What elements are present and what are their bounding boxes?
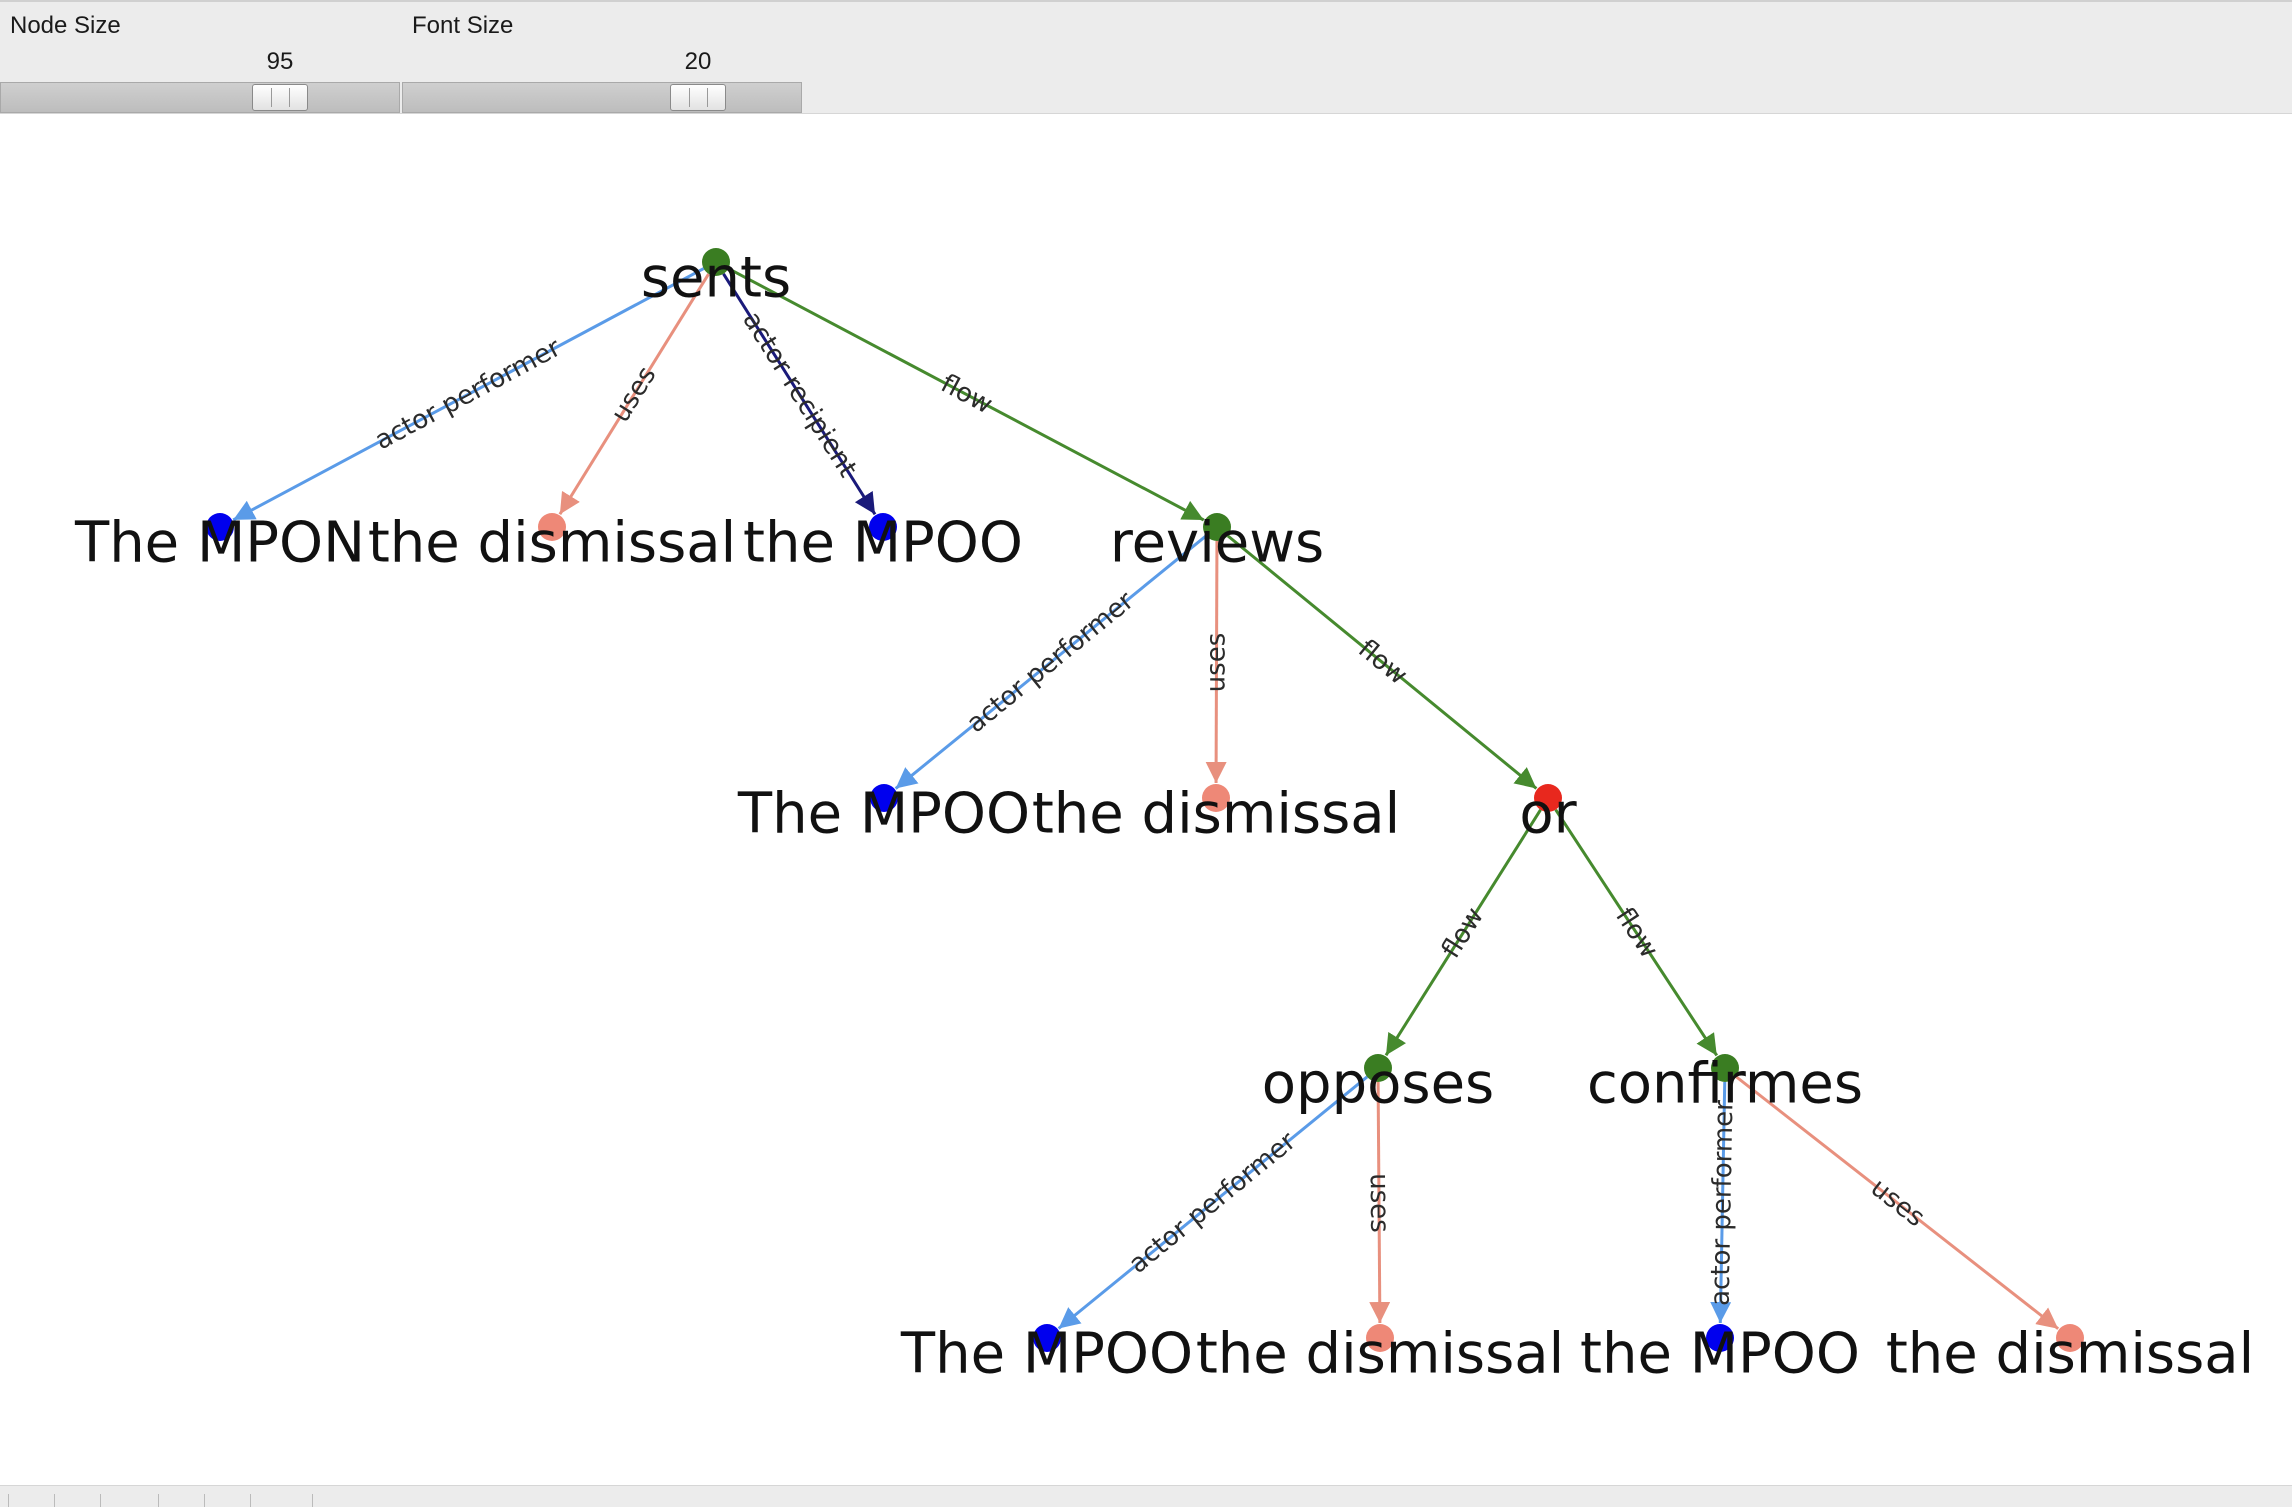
graph-node-n2[interactable] — [538, 513, 566, 541]
font-size-slider-track[interactable] — [402, 82, 802, 113]
node-size-value: 95 — [266, 48, 294, 75]
node-label: The MPOO — [900, 1322, 1193, 1387]
graph-node-n0[interactable] — [702, 248, 730, 276]
font-size-value: 20 — [684, 48, 712, 75]
nodes-layer — [206, 248, 2084, 1352]
node-label: confirmes — [1587, 1052, 1863, 1117]
node-label: the dismissal — [368, 511, 736, 576]
node-label: the MPOO — [743, 511, 1023, 576]
node-label: or — [1519, 782, 1577, 847]
graph-node-n11[interactable] — [1366, 1324, 1394, 1352]
edge-n7-n9 — [1554, 808, 1719, 1057]
node-label: the dismissal — [1886, 1322, 2254, 1387]
font-size-label: Font Size — [412, 12, 514, 39]
edge-n7-n8 — [1384, 809, 1542, 1057]
edge-label: uses — [1865, 1173, 1930, 1233]
graph-node-n12[interactable] — [1706, 1324, 1734, 1352]
graph-node-n1[interactable] — [206, 513, 234, 541]
graph-node-n5[interactable] — [870, 784, 898, 812]
graph-node-n6[interactable] — [1202, 784, 1230, 812]
pan-icon[interactable] — [158, 1494, 188, 1507]
configure-icon[interactable] — [250, 1494, 280, 1507]
edge-label: flow — [1436, 902, 1490, 963]
node-label: reviews — [1110, 511, 1324, 576]
edge-n8-n11 — [1369, 1081, 1391, 1324]
edge-label: actor recipient — [736, 306, 862, 482]
control-panel: Node Size 95 Font Size 20 — [0, 0, 2292, 114]
forward-icon[interactable] — [100, 1494, 130, 1507]
graph-node-n4[interactable] — [1203, 513, 1231, 541]
edge-label: actor performer — [1706, 1100, 1740, 1307]
node-label: the MPOO — [1580, 1322, 1860, 1387]
edge-label: flow — [1609, 902, 1663, 963]
node-size-control: Node Size 95 — [0, 2, 400, 116]
graph-node-n9[interactable] — [1711, 1054, 1739, 1082]
edge-label: actor performer — [370, 333, 566, 457]
edge-n0-n4 — [727, 267, 1205, 522]
save-icon[interactable] — [312, 1494, 342, 1507]
node-label: the dismissal — [1032, 782, 1400, 847]
back-icon[interactable] — [54, 1494, 84, 1507]
edge-n4-n6 — [1205, 540, 1227, 784]
edge-n9-n12 — [1710, 1081, 1732, 1324]
home-icon[interactable] — [8, 1494, 38, 1507]
edge-n8-n10 — [1057, 1075, 1369, 1330]
edge-n0-n2 — [558, 273, 710, 516]
edge-n0-n3 — [722, 273, 877, 516]
edge-label: actor performer — [1123, 1126, 1302, 1280]
edge-n4-n7 — [1226, 534, 1538, 790]
node-size-slider-thumb[interactable] — [252, 84, 308, 111]
font-size-control: Font Size 20 — [402, 2, 802, 116]
graph-node-n3[interactable] — [869, 513, 897, 541]
edge-n9-n13 — [1735, 1075, 2060, 1330]
node-label: The MPOO — [737, 782, 1030, 847]
edge-label: uses — [1364, 1173, 1394, 1233]
node-label: the dismissal — [1196, 1322, 1564, 1387]
edge-label: flow — [936, 369, 997, 421]
edge-n4-n5 — [894, 534, 1208, 790]
bottom-toolbar — [0, 1485, 2292, 1507]
graph-node-n7[interactable] — [1534, 784, 1562, 812]
graph-node-n10[interactable] — [1033, 1324, 1061, 1352]
edge-label: uses — [1201, 633, 1231, 693]
node-size-slider-track[interactable] — [0, 82, 400, 113]
node-label: opposes — [1262, 1052, 1494, 1117]
graph-node-n8[interactable] — [1364, 1054, 1392, 1082]
edge-n0-n1 — [232, 267, 705, 522]
node-label: The MPON — [74, 511, 365, 576]
font-size-slider-thumb[interactable] — [670, 84, 726, 111]
graph-node-n13[interactable] — [2056, 1324, 2084, 1352]
edge-label: actor performer — [961, 586, 1140, 739]
zoom-icon[interactable] — [204, 1494, 234, 1507]
node-size-label: Node Size — [10, 12, 121, 39]
node-label: sents — [641, 246, 791, 311]
edge-label: uses — [606, 361, 663, 427]
edge-label: flow — [1352, 634, 1412, 691]
